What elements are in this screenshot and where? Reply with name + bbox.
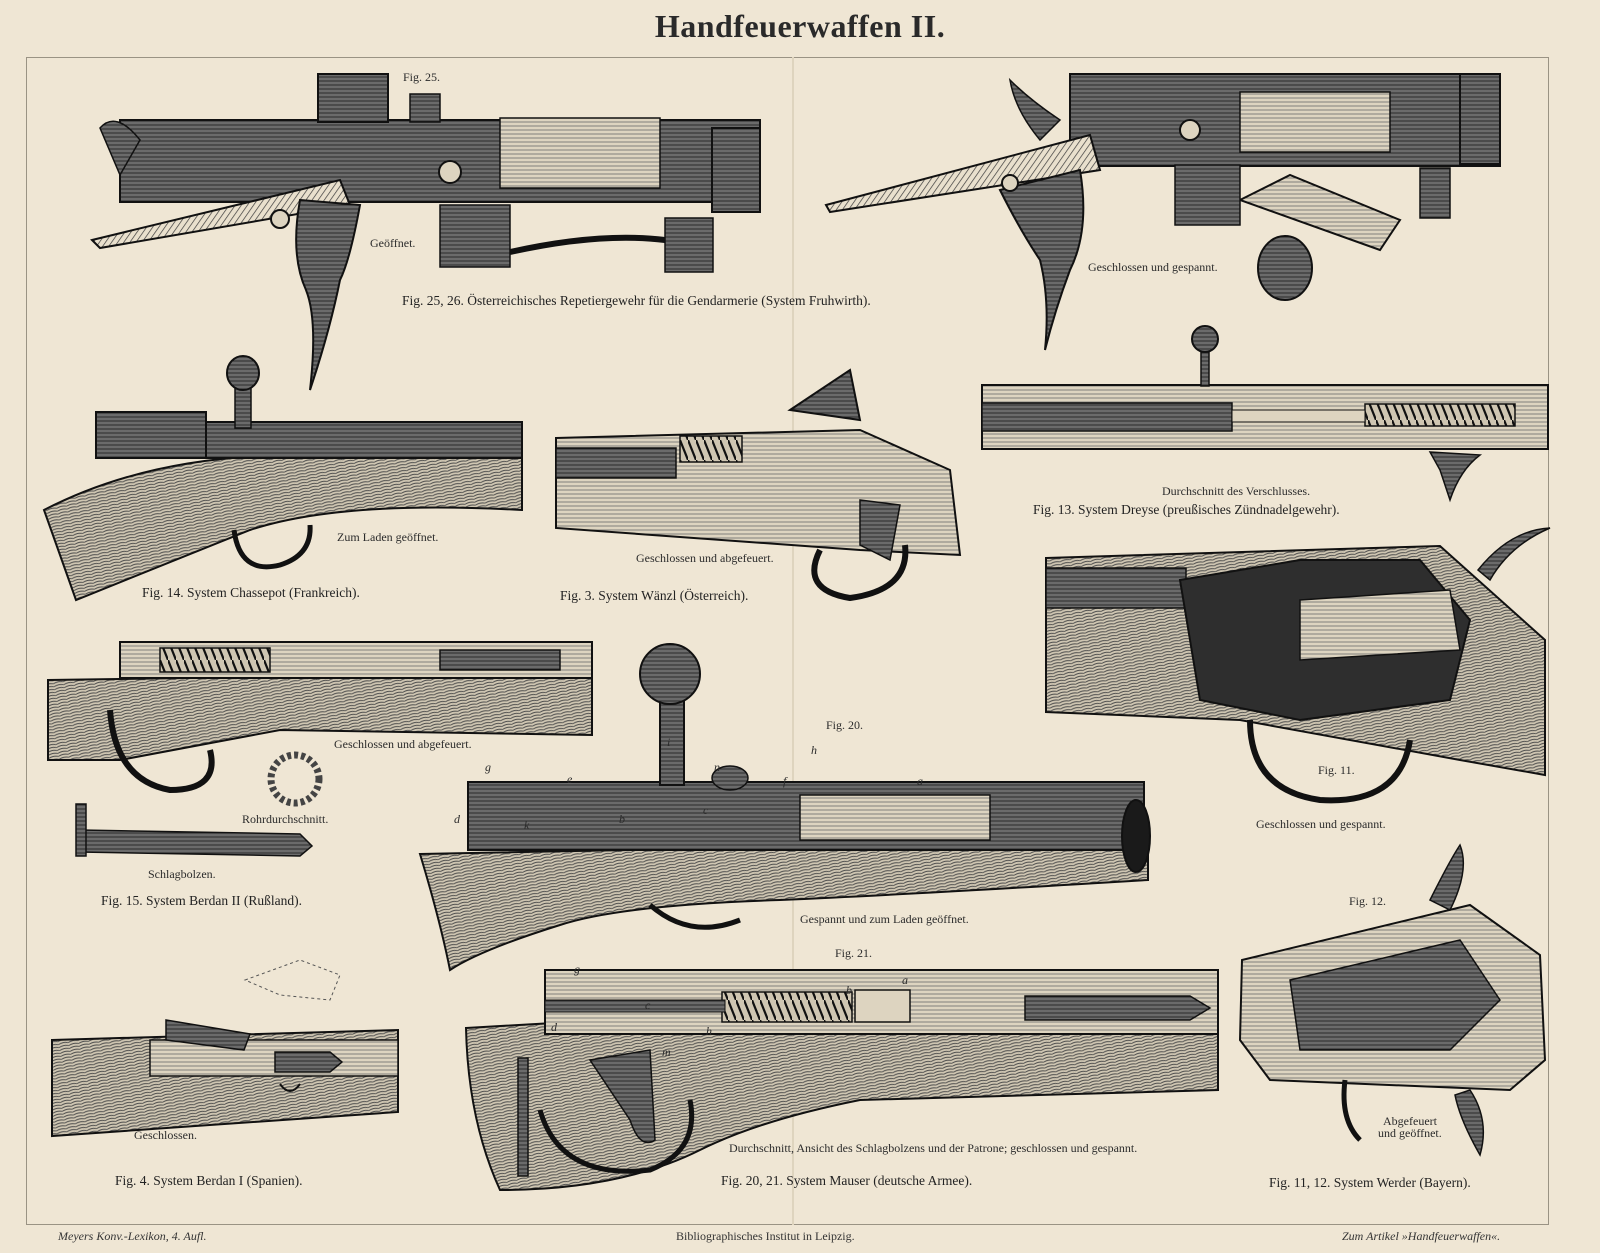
plate-frame [26,57,1549,1225]
caption-fig3: Fig. 3. System Wänzl (Österreich). [560,588,749,603]
part-letter-a-fig20: a [917,774,923,788]
page-title: Handfeuerwaffen II. [654,8,946,44]
part-letter-c-fig20: c [703,803,709,817]
fig13-dreyse-drawing [981,325,1549,503]
part-letter-h-fig20: h [811,743,817,757]
footer-right: Zum Artikel »Handfeuerwaffen«. [1342,1229,1501,1243]
fig15-berdan-drawing [47,641,593,857]
fig25-label: Fig. 25. [403,70,441,84]
geoeffnet-label-fig12: und geöffnet. [1378,1126,1442,1140]
caption-fig25-26: Fig. 25, 26. Österreichisches Repetierge… [402,293,871,308]
fig20-label: Fig. 20. [826,718,864,732]
fig11-label: Fig. 11. [1318,763,1355,777]
schlagbolzen-label: Schlagbolzen. [148,867,216,881]
part-letter-g-fig21: g [574,962,580,976]
fig12-label: Fig. 12. [1349,894,1387,908]
geschlossen-abgefeuert-label-fig15: Geschlossen und abgefeuert. [334,737,472,751]
caption-fig20-21: Fig. 20, 21. System Mauser (deutsche Arm… [721,1173,973,1188]
part-letter-h-fig21: h [706,1024,712,1038]
part-letter-k-fig20: k [524,818,530,832]
fig25-action-drawing [90,73,761,391]
caption-fig13: Fig. 13. System Dreyse (preußisches Zünd… [1033,502,1340,517]
footer-left: Meyers Konv.-Lexikon, 4. Aufl. [58,1229,207,1243]
fig3-waenzl-drawing [555,368,962,602]
caption-fig11-12: Fig. 11, 12. System Werder (Bayern). [1269,1175,1471,1190]
geschlossen-gespannt-label-fig11: Geschlossen und gespannt. [1256,817,1386,831]
fig11-werder-drawing [1045,527,1551,804]
page-fold [792,57,794,1225]
part-letter-c-fig21: c [645,998,651,1012]
part-letter-g-fig20: g [485,760,491,774]
durchschnitt-verschluss-label: Durchschnitt des Verschlusses. [1162,484,1311,498]
part-letter-m-fig21: m [662,1045,671,1059]
fig20-mauser-drawing [418,643,1151,972]
fig21-mauser-section-drawing [464,969,1219,1192]
fig14-chassepot-drawing [42,355,523,602]
geschlossen-label: Geschlossen. [134,1128,197,1142]
part-letter-a-fig21: a [902,973,908,987]
geschlossen-gespannt-label-top: Geschlossen und gespannt. [1088,260,1218,274]
part-letter-n-fig20: n [714,760,720,774]
caption-fig4: Fig. 4. System Berdan I (Spanien). [115,1173,303,1188]
durchschnitt-mauser-label: Durchschnitt, Ansicht des Schlagbolzens … [729,1141,1138,1155]
fig12-werder-drawing [1238,843,1547,1157]
fig4-berdan-drawing [51,959,399,1138]
footer-center: Bibliographisches Institut in Leipzig. [676,1229,855,1243]
caption-fig14: Fig. 14. System Chassepot (Frankreich). [142,585,360,600]
zum-laden-label: Zum Laden geöffnet. [337,530,439,544]
part-letter-i-fig20: i [667,735,671,749]
geschlossen-abgefeuert-label-fig3: Geschlossen und abgefeuert. [636,551,774,565]
abgefeuert-label: Abgefeuert [1383,1114,1437,1128]
part-letter-d-fig21: d [551,1020,557,1034]
part-letter-b-fig20: b [619,812,625,826]
caption-fig15: Fig. 15. System Berdan II (Rußland). [101,893,302,908]
part-letter-f-fig20: f [783,774,787,788]
geoeffnet-label: Geöffnet. [370,236,416,250]
rohrdurchschnitt-label: Rohrdurchschnitt. [242,812,329,826]
part-letter-b-fig21: b [846,983,852,997]
fig21-label: Fig. 21. [835,946,873,960]
gespannt-laden-label: Gespannt und zum Laden geöffnet. [800,912,969,926]
part-letter-e-fig20: e [567,772,573,786]
part-letter-d-fig20: d [454,812,460,826]
fig26-action-drawing [824,73,1501,351]
